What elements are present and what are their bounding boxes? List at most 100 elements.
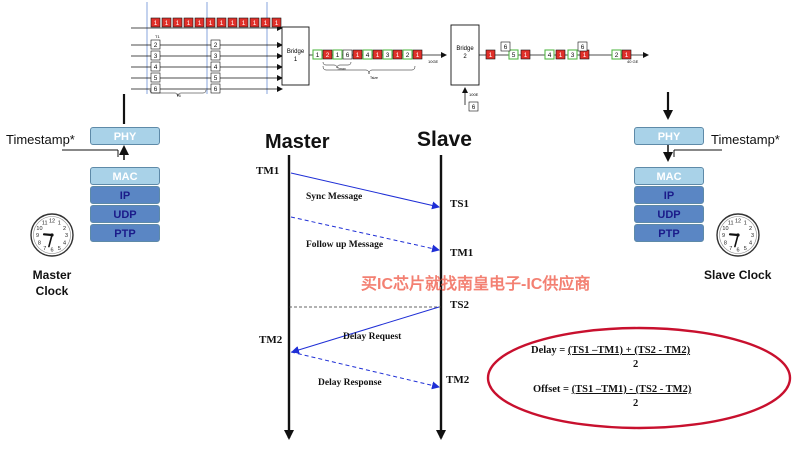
lane1-packet-digit: 1 — [165, 20, 169, 27]
right-phy-box: PHY — [634, 127, 704, 145]
output-packet-digit: 1 — [489, 52, 493, 59]
link-40g-label: 40 GE — [627, 59, 639, 64]
right-mac-box: MAC — [634, 167, 704, 185]
lane1-packet — [161, 17, 172, 28]
clock-numeral: 8 — [724, 240, 727, 246]
t5-brace — [149, 89, 207, 97]
right-ptp-box: PTP — [634, 224, 704, 242]
merged-packet — [402, 49, 413, 60]
clock-numeral: 12 — [735, 219, 741, 225]
merged-packet-digit: 3 — [386, 52, 390, 59]
output-packet — [555, 49, 566, 60]
master-clock-label-line1: Master — [32, 268, 72, 282]
clock-numeral: 1 — [744, 221, 747, 227]
right-timestamp-label: Timestamp* — [711, 132, 780, 147]
lane1-packet — [172, 17, 183, 28]
watermark-text: 买IC芯片就找南皇电子-IC供应商 — [361, 276, 591, 293]
delay-response-arrow — [290, 351, 440, 390]
merged-packet-digit: 1 — [396, 52, 400, 59]
link-100g-label: 100E — [469, 92, 479, 97]
clock-numeral: 1 — [58, 221, 61, 227]
tm2-label-master: TM2 — [259, 334, 283, 346]
master-heading: Master — [265, 131, 330, 153]
slave-heading: Slave — [417, 128, 472, 151]
clock-numeral: 6 — [50, 248, 53, 254]
delay-formula-denominator: 2 — [633, 359, 639, 370]
delay-request-label: Delay Request — [343, 332, 402, 342]
clock-center — [736, 233, 740, 237]
lane-packet-digit: 2 — [154, 42, 158, 49]
lane-packet-digit: 4 — [214, 64, 218, 71]
lane-packet — [210, 83, 221, 94]
t5-label: T5 — [176, 93, 181, 98]
merged-packet — [392, 49, 403, 60]
bottom-input-packet — [468, 101, 479, 112]
lane1-packet — [150, 17, 161, 28]
left-phy-box: PHY — [90, 127, 160, 145]
merged-packet — [352, 49, 363, 60]
ts1-label: TS1 — [450, 198, 469, 210]
t1-label: T1 — [155, 34, 160, 39]
merged-packet-digit: 4 — [366, 52, 370, 59]
lane1-packet-digit: 1 — [176, 20, 180, 27]
offset-formula-denominator: 2 — [633, 398, 639, 409]
lane1-packet-digit: 1 — [242, 20, 246, 27]
lane-packet-digit: 5 — [214, 75, 218, 82]
lane1-packet — [271, 17, 282, 28]
formula-ellipse — [486, 326, 792, 430]
bottom-input-digit: 6 — [472, 105, 476, 111]
left-udp-box: UDP — [90, 205, 160, 223]
output-packet-digit: 1 — [625, 52, 629, 59]
offset-formula-numerator: (TS1 –TM1) - (TS2 - TM2) — [571, 384, 692, 395]
output-packet — [567, 49, 578, 60]
clock-numeral: 11 — [728, 221, 734, 227]
sync-message-arrow — [290, 172, 440, 210]
lane1-packet-digit: 1 — [220, 20, 224, 27]
clock-numeral: 11 — [42, 221, 48, 227]
clock-numeral: 2 — [749, 226, 752, 232]
right-udp-box: UDP — [634, 205, 704, 223]
tmax-brace — [322, 61, 352, 69]
lane1-packet — [194, 17, 205, 28]
lane1-packet — [227, 17, 238, 28]
lane1-packet-digit: 1 — [198, 20, 202, 27]
clock-numeral: 7 — [43, 246, 46, 252]
clock-numeral: 5 — [744, 246, 747, 252]
tm2-label-slave: TM2 — [446, 374, 470, 386]
output-packet-digit: 1 — [583, 52, 587, 59]
merged-packet-digit: 1 — [416, 52, 420, 59]
clock-numeral: 6 — [736, 248, 739, 254]
clock-numeral: 9 — [36, 233, 39, 239]
lane-packet-digit: 3 — [214, 53, 218, 60]
clock-numeral: 9 — [722, 233, 725, 239]
follow-up-label: Follow up Message — [306, 240, 384, 250]
left-ptp-box: PTP — [90, 224, 160, 242]
clock-numeral: 7 — [729, 246, 732, 252]
lane-packet-digit: 5 — [154, 75, 158, 82]
lane-packet — [210, 61, 221, 72]
lane1-packet-digit: 1 — [275, 20, 279, 27]
merged-packet — [312, 49, 323, 60]
lane-packet-digit: 6 — [154, 86, 158, 93]
merged-packet-digit: 2 — [406, 52, 410, 59]
delay-formula: Delay = (TS1 –TM1) + (TS2 - TM2) — [531, 345, 690, 356]
clock-numeral: 4 — [749, 240, 752, 246]
tsize-brace — [322, 65, 416, 75]
lane1-packet-digit: 1 — [209, 20, 213, 27]
clock-numeral: 8 — [38, 240, 41, 246]
lane-packet — [150, 72, 161, 83]
merged-packet — [382, 49, 393, 60]
output-packet-top — [500, 41, 511, 52]
lane1-packet-digit: 1 — [264, 20, 268, 27]
output-packet — [485, 49, 496, 60]
merged-packet — [362, 49, 373, 60]
lane1-packet-digit: 1 — [253, 20, 257, 27]
output-packet — [508, 49, 519, 60]
